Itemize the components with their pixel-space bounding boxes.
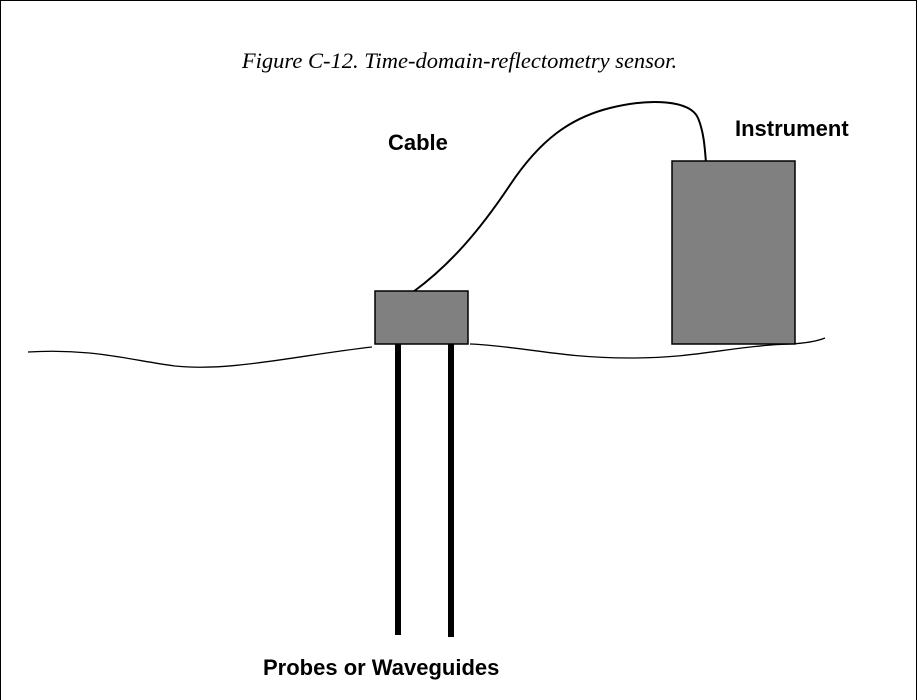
figure-caption: Figure C-12. Time-domain-reflectometry s…	[241, 48, 678, 73]
sensor-head-box	[374, 290, 469, 345]
instrument-label: Instrument	[735, 116, 849, 141]
ground-surface-line	[27, 337, 826, 368]
probes-label: Probes or Waveguides	[263, 655, 500, 680]
cable-label: Cable	[388, 130, 448, 155]
instrument-box	[671, 160, 796, 345]
cable-line	[412, 101, 707, 293]
